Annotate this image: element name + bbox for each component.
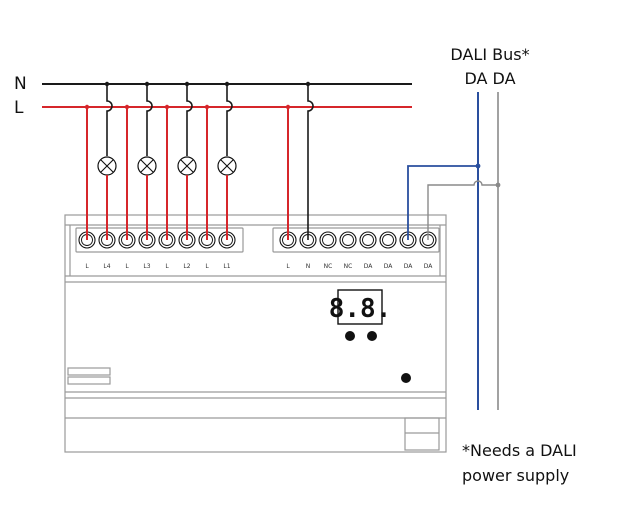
lamp-icon [177,156,197,176]
segment-display: 8.8. [329,289,392,325]
right-terminal-labels: L N NC NC DA DA DA DA [286,263,433,270]
left-terminal-label-5: L [165,263,169,270]
left-terminal-label-8: L1 [223,263,230,270]
right-terminal-screw-5 [359,231,377,249]
button-1[interactable] [345,331,355,341]
neutral-label: N [14,74,27,94]
right-terminal-screw-3 [319,231,337,249]
right-terminal-label-1: L [286,263,290,270]
lamp-channels [84,81,237,240]
button-2[interactable] [367,331,377,341]
display-digits: 8.8. [329,294,392,324]
channel-4 [204,81,237,240]
right-terminal-screws [279,231,437,249]
left-terminal-screws [78,231,236,249]
right-terminal-label-6: DA [384,263,394,270]
left-terminal-label-2: L4 [103,263,110,270]
module-housing [64,214,447,453]
left-terminal-block [75,227,244,253]
right-terminal-label-2: N [306,263,311,270]
lamp-icon [137,156,157,176]
left-terminal-labels: L L4 L L3 L L2 L L1 [85,263,230,270]
left-terminal-label-3: L [125,263,129,270]
right-terminal-block [272,227,440,253]
power-supply-note-line2: power supply [462,466,569,485]
live-label: L [14,98,24,118]
dali-bus-pair: DA DA [464,69,515,88]
indicator-led [401,373,411,383]
right-terminal-screw-4 [339,231,357,249]
left-terminal-label-1: L [85,263,89,270]
right-terminal-label-5: DA [364,263,374,270]
right-terminal-label-8: DA [424,263,434,270]
supply-wires [285,81,314,240]
left-terminal-label-4: L3 [143,263,150,270]
dali-wires [407,92,501,410]
right-terminal-label-7: DA [404,263,414,270]
channel-2 [124,81,157,240]
power-supply-note-line1: *Needs a DALI [462,441,577,460]
dali-bus-title: DALI Bus* [450,45,529,64]
right-terminal-label-3: NC [324,263,333,270]
right-terminal-label-4: NC [344,263,353,270]
dimmer-module [64,214,447,453]
channel-3 [164,81,197,240]
lamp-icon [217,156,237,176]
left-terminal-label-7: L [205,263,209,270]
lamp-icon [97,156,117,176]
channel-1 [84,81,117,240]
left-terminal-label-6: L2 [183,263,190,270]
right-terminal-screw-6 [379,231,397,249]
